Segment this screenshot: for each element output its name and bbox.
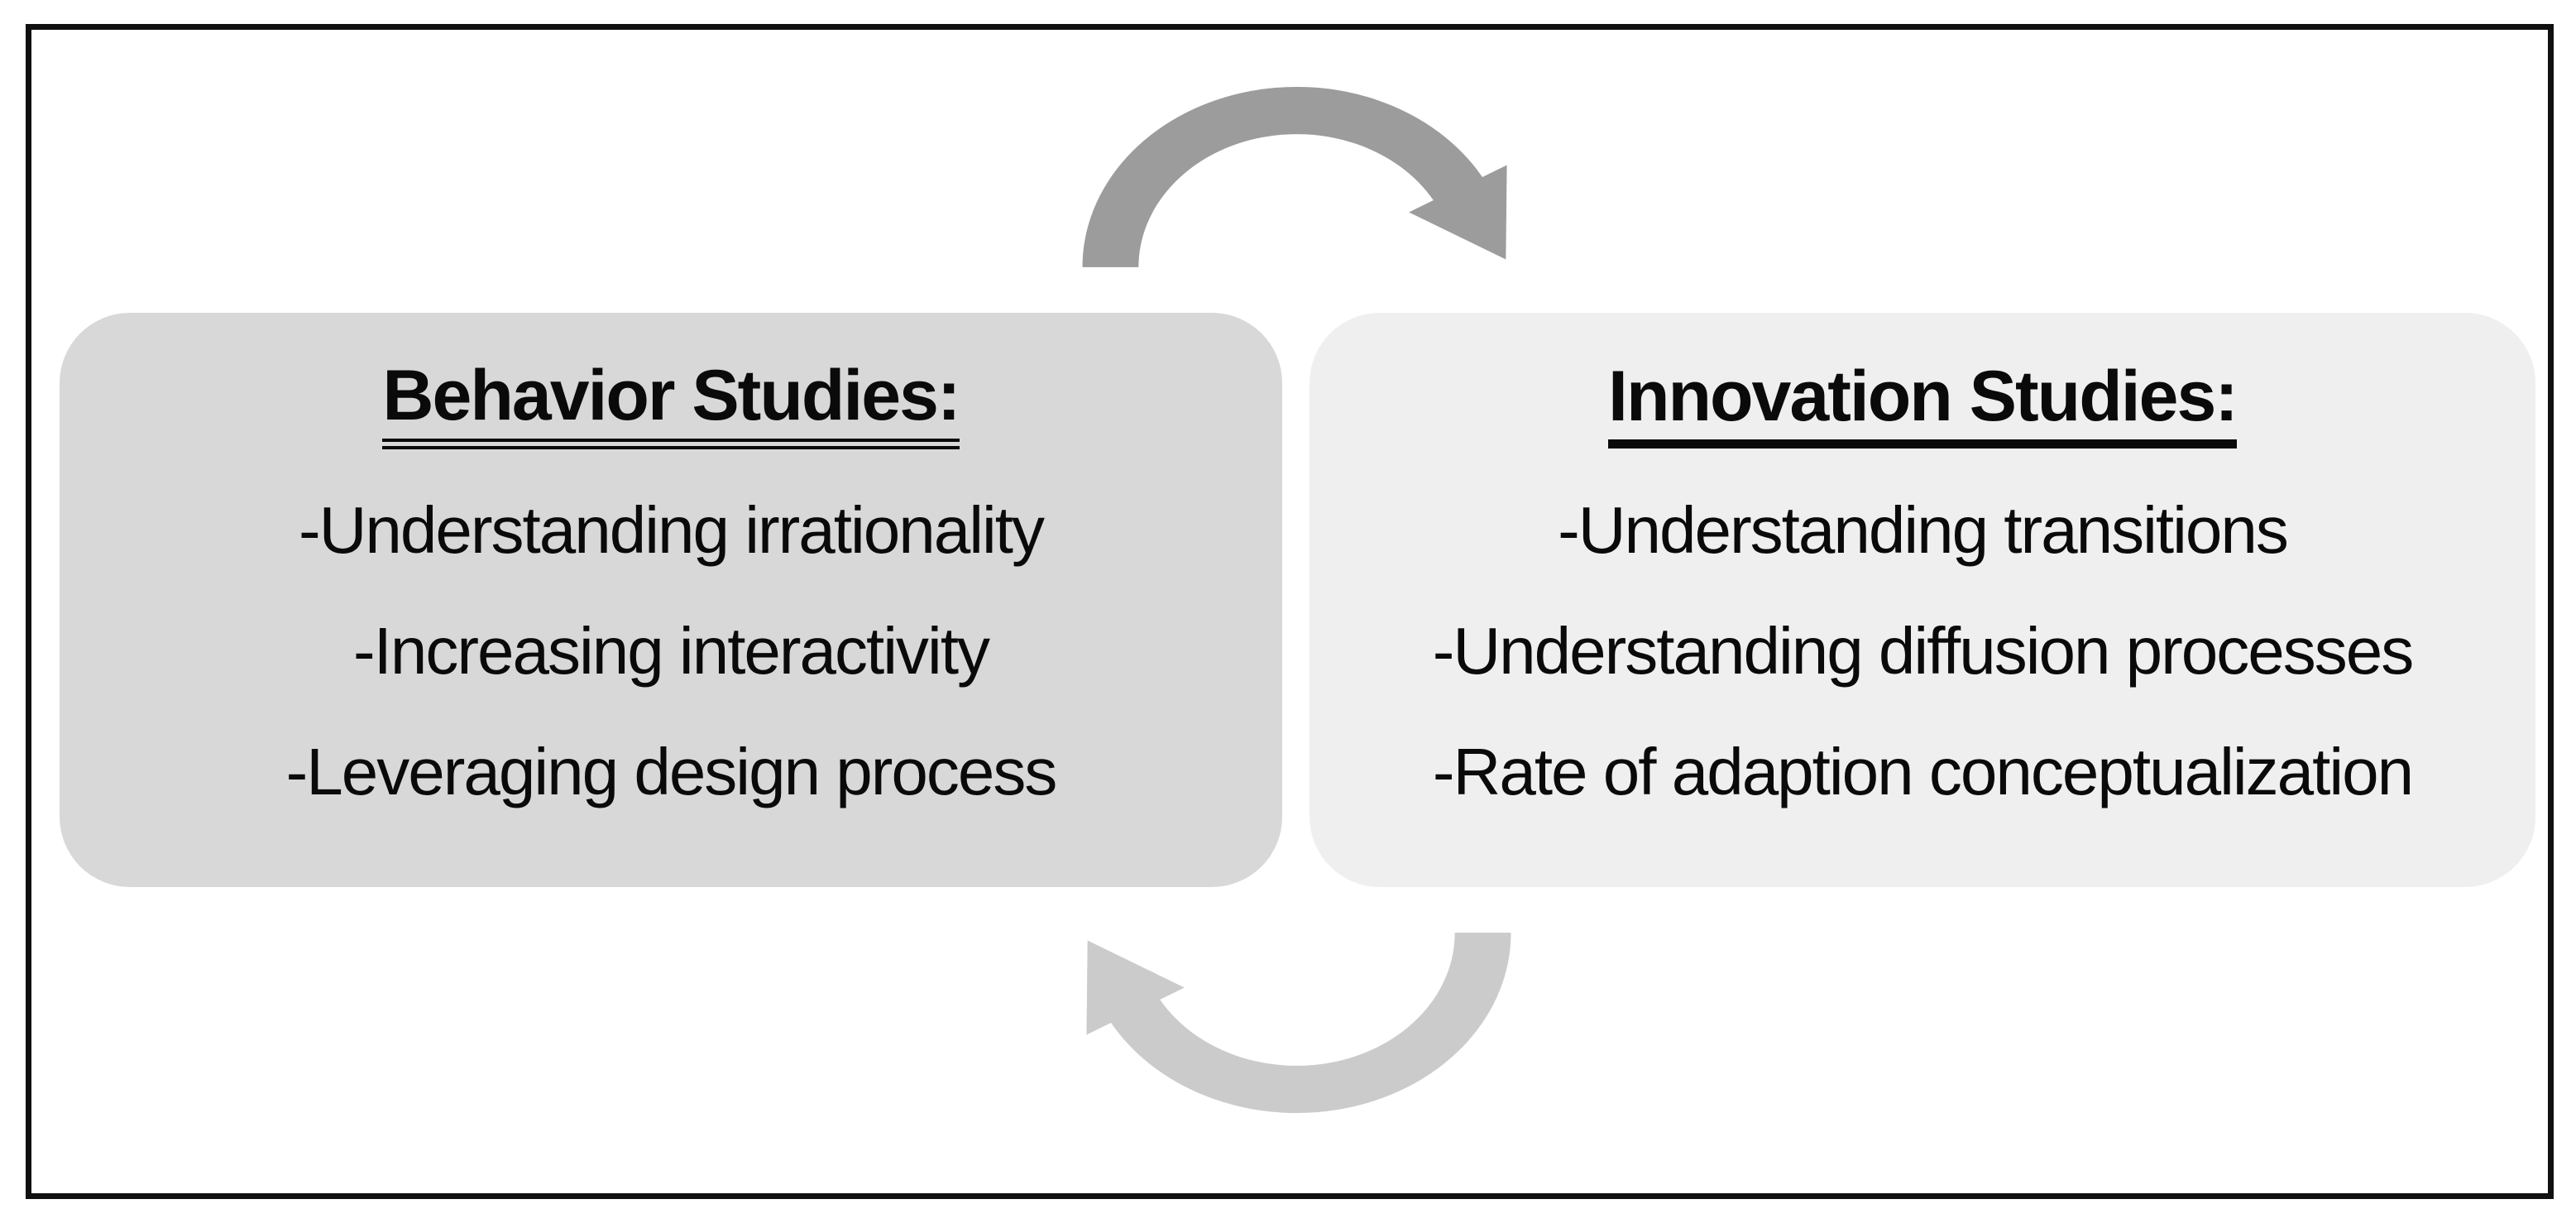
innovation-item-3: -Rate of adaption conceptualization [1432,735,2414,808]
innovation-studies-title: Innovation Studies: [1608,359,2238,449]
innovation-item-2: -Understanding diffusion processes [1432,614,2415,688]
innovation-studies-title-row: Innovation Studies: [1608,338,2238,470]
behavior-studies-title: Behavior Studies: [382,358,961,449]
top-cycle-arrow-shape [1082,86,1507,267]
bottom-cycle-arrow-shape [1086,933,1511,1114]
behavior-item-2: -Increasing interactivity [352,614,990,688]
behavior-item-1: -Understanding irrationality [298,493,1045,567]
bottom-cycle-arrow-icon [1086,933,1511,1114]
behavior-item-3: -Leveraging design process [285,735,1058,808]
innovation-studies-box: Innovation Studies: -Understanding trans… [1310,313,2535,887]
top-cycle-arrow-icon [1082,86,1507,267]
behavior-studies-title-row: Behavior Studies: [382,338,961,470]
innovation-item-1: -Understanding transitions [1558,493,2289,567]
behavior-studies-box: Behavior Studies: -Understanding irratio… [60,313,1282,887]
